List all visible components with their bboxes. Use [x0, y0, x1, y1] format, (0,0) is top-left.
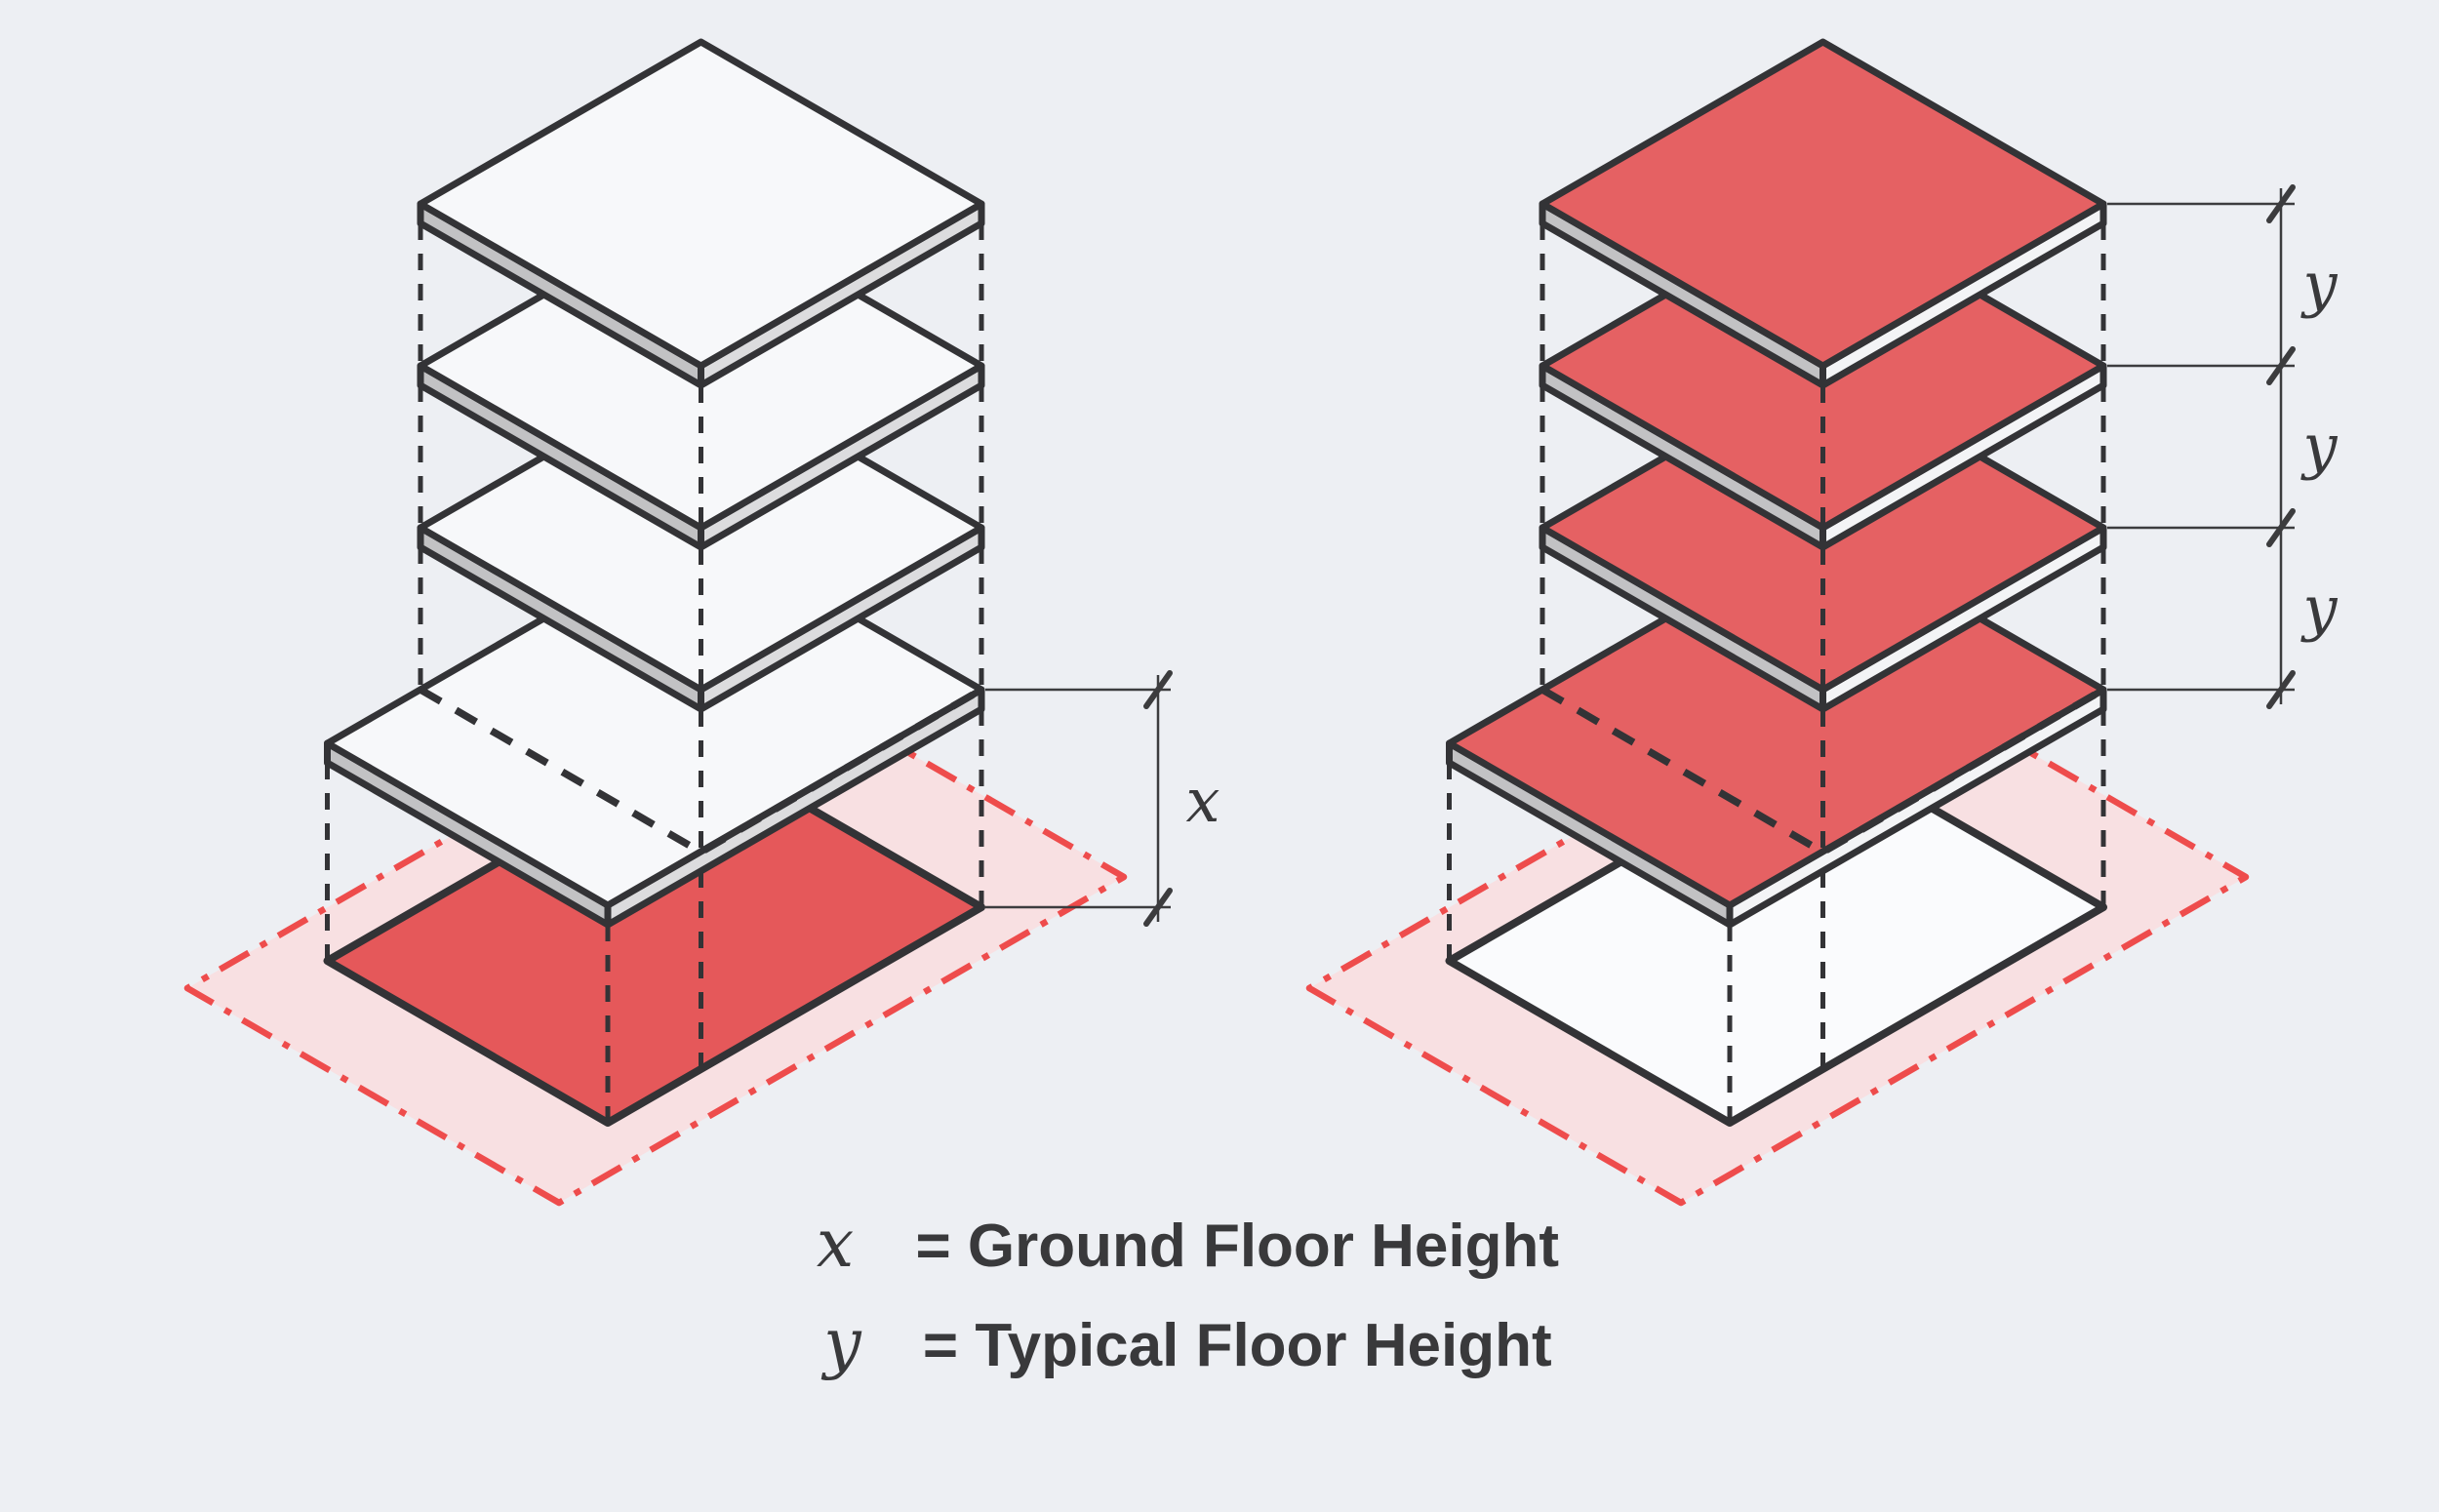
legend-variable-y: y	[820, 1305, 862, 1382]
legend-text-typical-floor-height: = Typical Floor Height	[906, 1312, 1552, 1379]
typical-floor-height-dimension-label: y	[2299, 249, 2338, 320]
dimension-tick	[2266, 346, 2296, 385]
diagram-labels: x y y y x = Ground Floor Height y = Typi…	[778, 249, 2339, 1382]
ground-floor-height-dimension	[985, 670, 1173, 927]
typical-floor-height-dimension-label: y	[2299, 411, 2338, 482]
legend-text-ground-floor-height: = Ground Floor Height	[899, 1213, 1559, 1280]
building-typical-floors-highlighted	[1305, 38, 2250, 1207]
typical-floor-height-dimension-label: y	[2299, 573, 2338, 644]
buildings-drawing	[183, 38, 2296, 1207]
legend-line-typical-floor-height: y = Typical Floor Height	[784, 1305, 1582, 1382]
legend-variable-x: x	[817, 1206, 854, 1283]
dimension-tick	[1143, 670, 1173, 709]
ground-floor-height-dimension-label: x	[1186, 765, 1220, 836]
tower-footprint-hidden-outline	[1540, 686, 2105, 856]
legend-line-ground-floor-height: x = Ground Floor Height	[778, 1206, 1589, 1283]
dimension-tick	[1143, 888, 1173, 927]
building-ground-floor-highlighted	[183, 38, 1128, 1207]
dimension-tick	[2266, 670, 2296, 709]
floor-slab-top	[1539, 38, 2107, 370]
dimension-tick	[2266, 508, 2296, 547]
tower-footprint-hidden-outline	[419, 686, 983, 856]
dimension-tick	[2266, 184, 2296, 223]
typical-floor-height-dimension	[2107, 184, 2296, 709]
floor-slab-top	[417, 38, 985, 370]
